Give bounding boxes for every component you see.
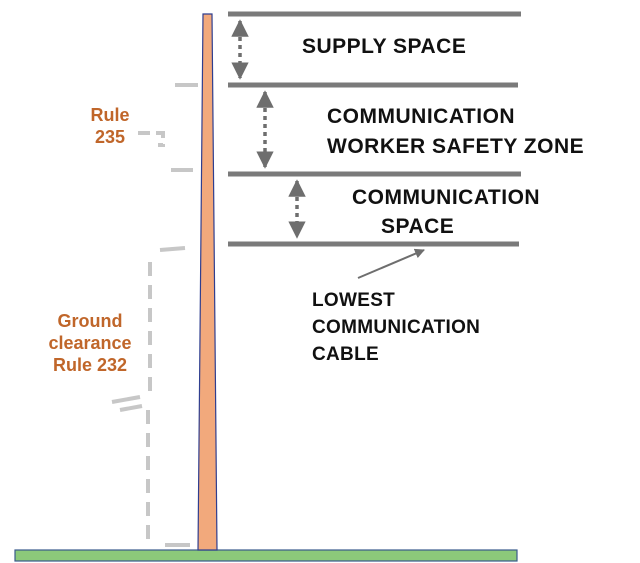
worker-zone-label-line1: COMMUNICATION — [327, 105, 516, 128]
rule-235-dashed-outline — [138, 83, 198, 172]
rule-235-line1: Rule — [90, 105, 130, 125]
lowest-cable-label-line2: COMMUNICATION — [312, 317, 481, 338]
clearance-arrows — [231, 19, 306, 239]
supply-space-label: SUPPLY SPACE — [302, 35, 467, 58]
worker-zone-label-line2: WORKER SAFETY ZONE — [327, 135, 585, 158]
comm-space-label-line2: SPACE — [381, 215, 455, 238]
rule-235-line2: 235 — [94, 127, 126, 147]
lowest-cable-label-line1: LOWEST — [312, 290, 396, 311]
utility-pole — [197, 13, 218, 551]
comm-space-label-line1: COMMUNICATION — [352, 186, 541, 209]
ground-clearance-dashed-outline — [111, 246, 190, 547]
wire-lines — [228, 11, 521, 247]
ground-clearance-line2: clearance — [48, 333, 132, 353]
ground-clearance-line3: Rule 232 — [52, 355, 128, 375]
lowest-cable-pointer-arrow — [357, 248, 425, 279]
ground-strip — [14, 549, 518, 562]
ground-clearance-line1: Ground — [57, 311, 123, 331]
ground-clearance-label: Ground clearance Rule 232 — [40, 310, 140, 376]
rule-235-label: Rule 235 — [80, 104, 140, 148]
lowest-cable-label-line3: CABLE — [312, 344, 379, 365]
